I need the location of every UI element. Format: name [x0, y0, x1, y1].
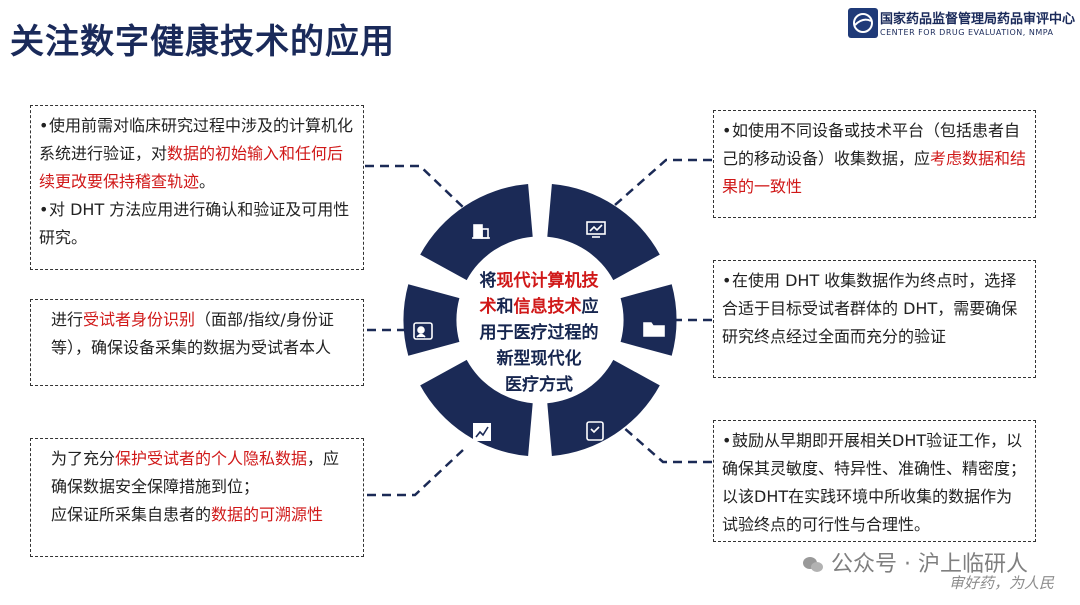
list-item: •使用前需对临床研究过程中涉及的计算机化系统进行验证，对数据的初始输入和任何后续…	[39, 116, 354, 191]
left-box-2-text-end: （面部/指纹/身份证等），确保设备采集的数据为受试者本人	[51, 310, 334, 357]
right-box-2-text: 在使用 DHT 收集数据作为终点时，选择合适于目标受试者群体的 DHT，需要确保…	[722, 271, 1018, 346]
center-definition: 将现代计算机技 术和信息技术应 用于医疗过程的 新型现代化 医疗方式	[455, 268, 623, 398]
left-box-1-text-end: 。	[199, 172, 216, 191]
watermark-slogan: 审好药，为人民	[948, 574, 1054, 592]
list-item: •对 DHT 方法应用进行确认和验证及可用性研究。	[39, 200, 350, 247]
monitor-chart-icon	[586, 221, 606, 238]
left-box-1-text-2: 对 DHT 方法应用进行确认和验证及可用性研究。	[39, 200, 350, 247]
right-box-early-validation: •鼓励从早期即开展相关DHT验证工作，以确保其灵敏度、特异性、准确性、精密度；以…	[713, 420, 1036, 542]
ring-segment-right	[620, 284, 677, 356]
left-box-3-highlight-2: 数据的可溯源性	[211, 505, 324, 524]
center-line5: 医疗方式	[505, 375, 573, 395]
clipboard-icon	[586, 421, 604, 441]
trend-chart-icon	[473, 423, 491, 441]
connector-right-top	[614, 158, 712, 206]
left-box-validation: •使用前需对临床研究过程中涉及的计算机化系统进行验证，对数据的初始输入和任何后续…	[30, 105, 364, 270]
watermark-account: 公众号 · 沪上临研人	[802, 546, 1028, 578]
list-item: •鼓励从早期即开展相关DHT验证工作，以确保其灵敏度、特异性、准确性、精密度；以…	[722, 431, 1027, 534]
list-item: 为了充分保护受试者的个人隐私数据，应确保数据安全保障措施到位；	[51, 445, 355, 501]
right-box-endpoint: •在使用 DHT 收集数据作为终点时，选择合适于目标受试者群体的 DHT，需要确…	[713, 260, 1036, 378]
right-box-consistency: •如使用不同设备或技术平台（包括患者自己的移动设备）收集数据，应考虑数据和结果的…	[713, 110, 1036, 218]
cde-logo-icon	[848, 8, 878, 38]
ring-segment-bottom-right	[547, 359, 660, 456]
left-box-3-text-end: ，应确保数据安全保障措施到位；	[51, 449, 340, 496]
org-name-cn: 国家药品监督管理局药品审评中心	[880, 12, 1076, 27]
left-box-identity: 进行受试者身份识别（面部/指纹/身份证等），确保设备采集的数据为受试者本人	[30, 299, 364, 386]
list-item: 进行受试者身份识别（面部/指纹/身份证等），确保设备采集的数据为受试者本人	[51, 306, 355, 362]
ring-segment-left	[403, 284, 460, 356]
org-name-en: CENTER FOR DRUG EVALUATION, NMPA	[880, 28, 1054, 37]
list-item: •如使用不同设备或技术平台（包括患者自己的移动设备）收集数据，应考虑数据和结果的…	[722, 121, 1027, 196]
connector-right-bottom	[614, 419, 712, 464]
building-icon	[472, 224, 490, 239]
wechat-icon	[802, 555, 824, 573]
left-box-1-text: 使用前需对临床研究过程中涉及的计算机化系统进行验证，对	[39, 116, 354, 163]
center-line1-highlight: 现代计算机技	[496, 271, 599, 291]
center-line3: 用于医疗过程的	[479, 323, 599, 343]
left-box-2-highlight: 受试者身份识别	[83, 310, 196, 329]
ring-segment-top-right	[547, 184, 660, 281]
center-line2-mid: 和	[496, 297, 514, 317]
page-title: 关注数字健康技术的应用	[10, 22, 395, 62]
list-item: •在使用 DHT 收集数据作为终点时，选择合适于目标受试者群体的 DHT，需要确…	[722, 271, 1018, 346]
center-line4: 新型现代化	[496, 349, 582, 369]
connector-left-top	[365, 164, 467, 211]
center-line2-highlight1: 术	[479, 297, 497, 317]
center-line2-highlight2: 信息技术	[513, 297, 582, 317]
right-box-1-highlight: 考虑数据和结果的一致性	[722, 149, 1027, 196]
ring-segment-bottom-left	[420, 359, 533, 456]
list-item: 应保证所采集自患者的数据的可溯源性	[51, 501, 355, 529]
folder-icon	[643, 322, 665, 337]
right-box-1-text: 如使用不同设备或技术平台（包括患者自己的移动设备）收集数据，应	[722, 121, 1021, 168]
left-box-3-text: 为了充分	[51, 449, 116, 468]
id-card-icon	[413, 322, 433, 340]
left-box-1-highlight: 数据的初始输入和任何后续更改要保持稽查轨迹	[39, 144, 344, 191]
right-box-3-text: 鼓励从早期即开展相关DHT验证工作，以确保其灵敏度、特异性、准确性、精密度；以该…	[722, 431, 1027, 534]
connector-left-bottom	[367, 449, 464, 497]
left-box-3-text-2: 应保证所采集自患者的	[51, 505, 212, 524]
left-box-2-text: 进行	[51, 310, 84, 329]
watermark-text: 公众号 · 沪上临研人	[831, 552, 1028, 577]
center-line2-post: 应	[581, 297, 599, 317]
left-box-3-highlight: 保护受试者的个人隐私数据	[115, 449, 308, 468]
left-box-privacy: 为了充分保护受试者的个人隐私数据，应确保数据安全保障措施到位； 应保证所采集自患…	[30, 438, 364, 557]
center-line1-pre: 将	[479, 271, 497, 291]
